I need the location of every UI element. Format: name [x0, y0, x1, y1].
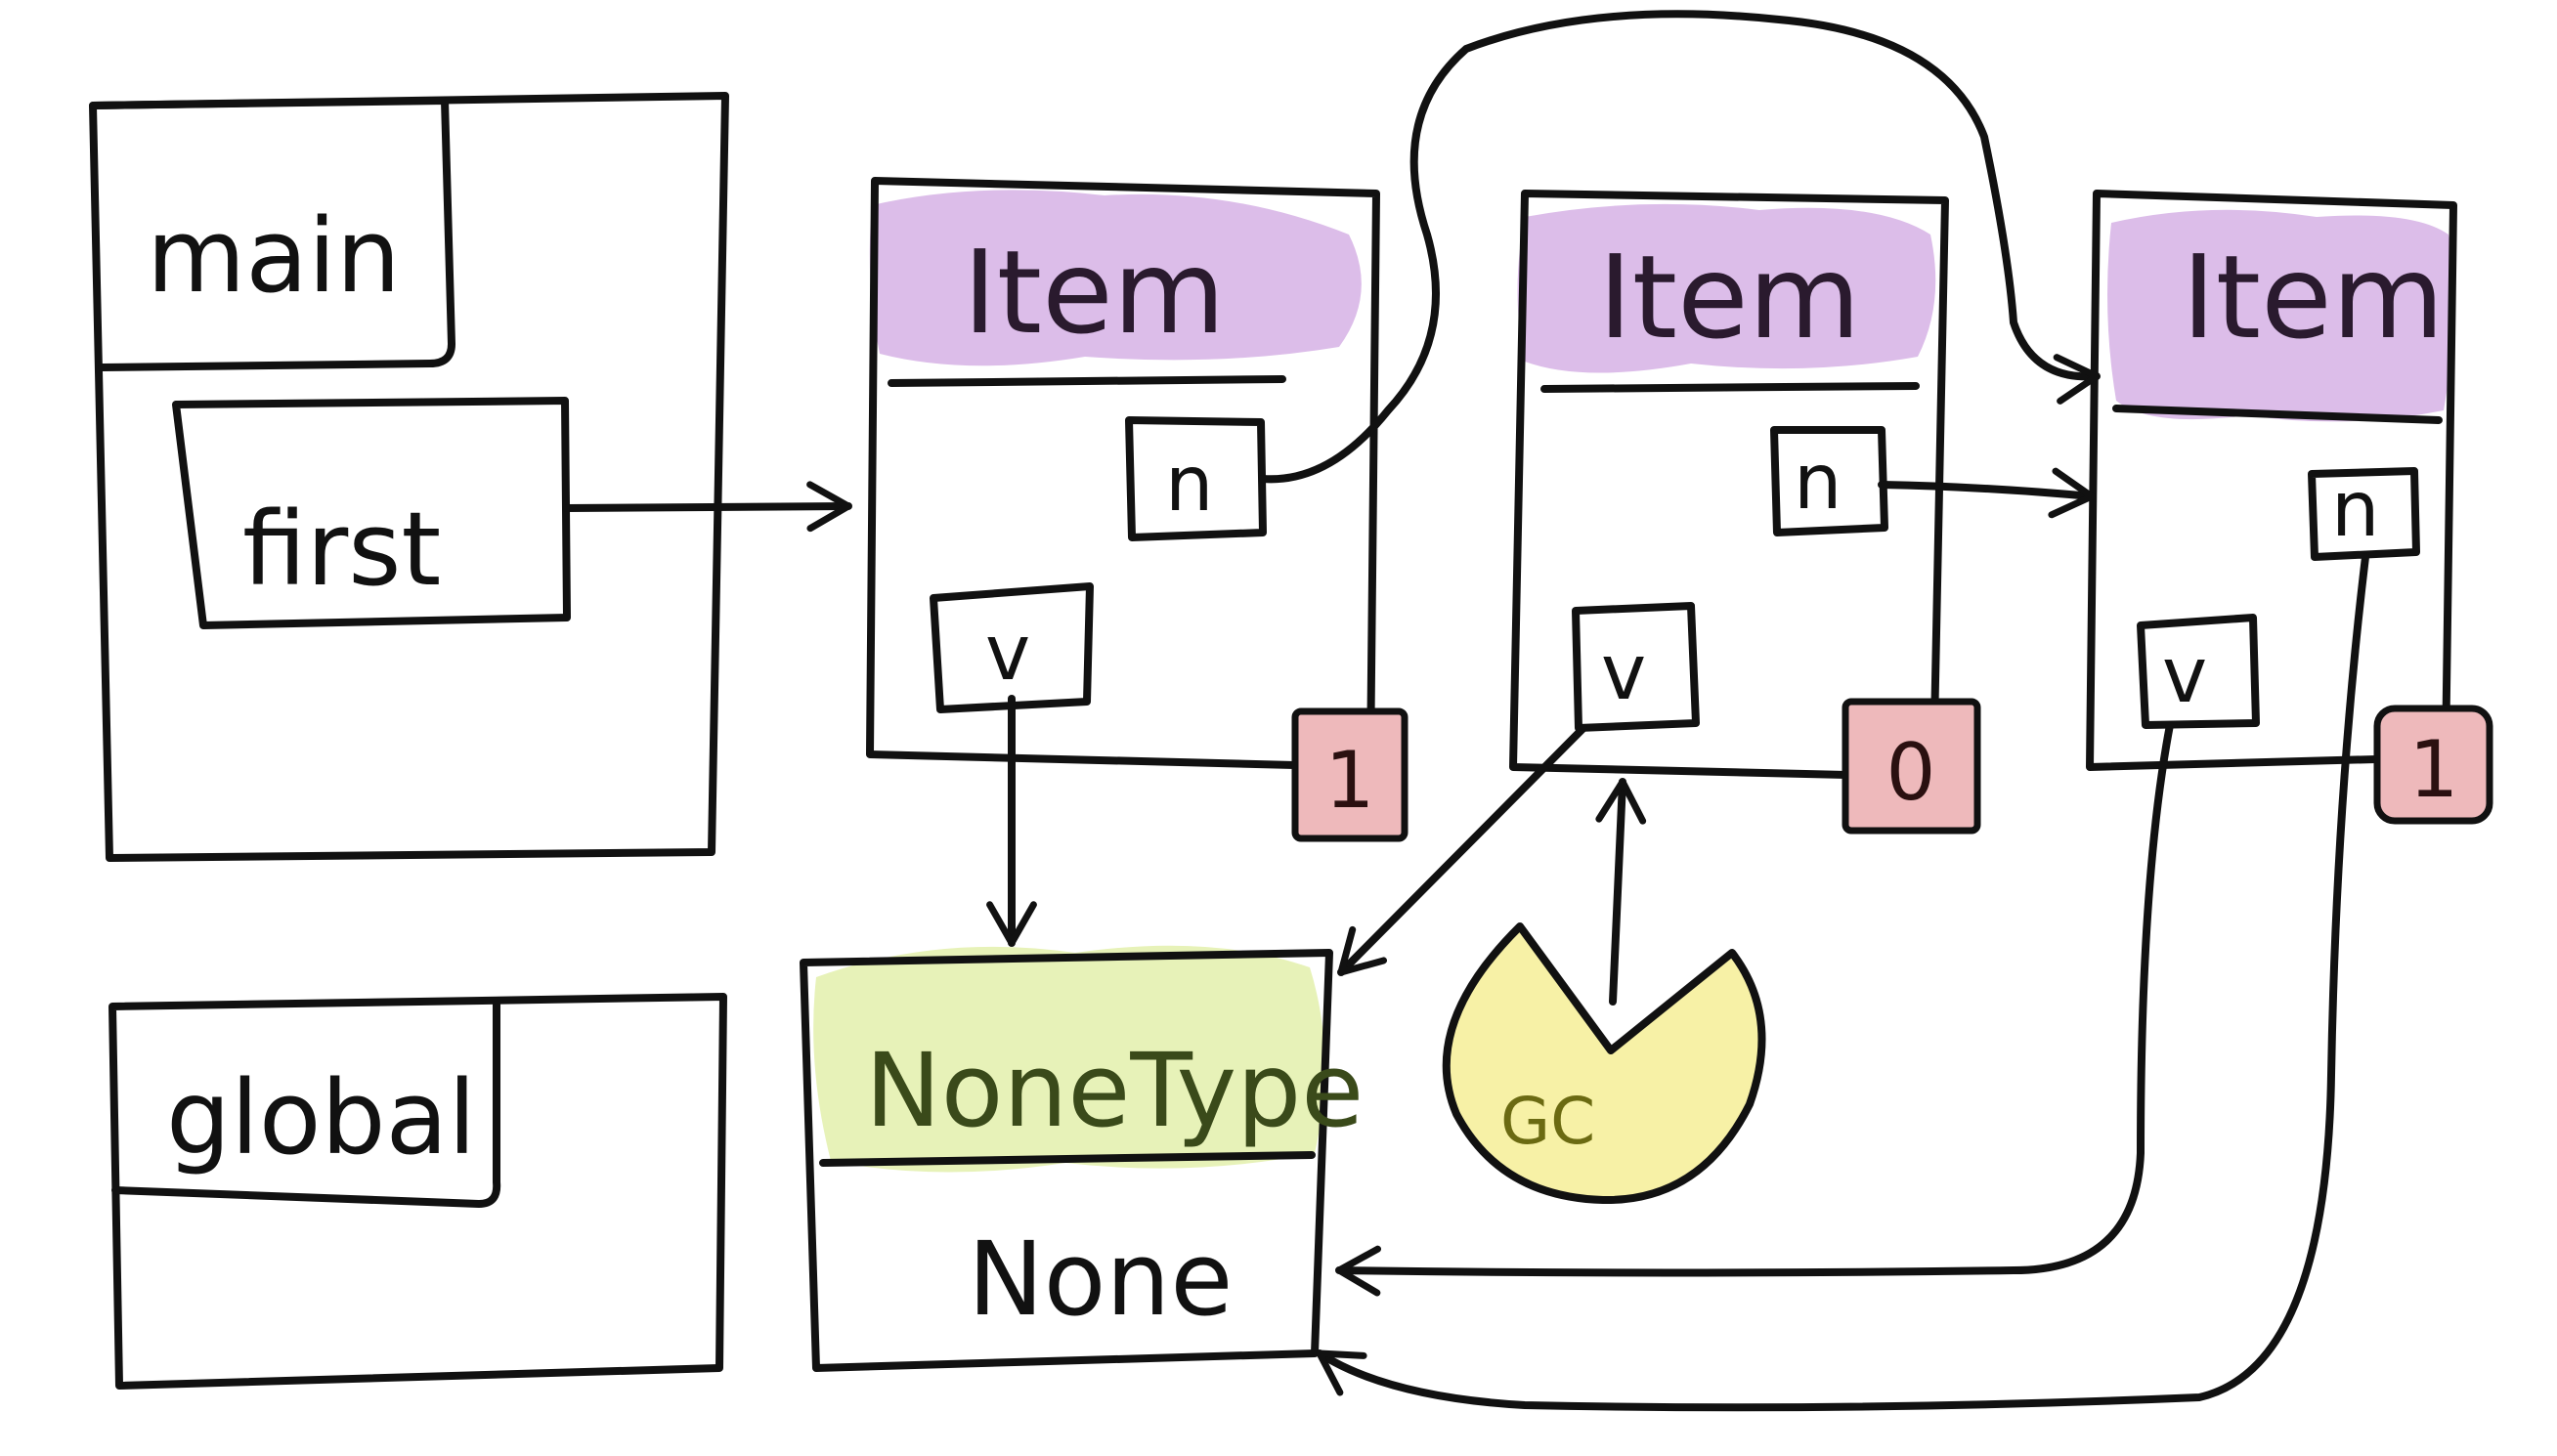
none-value-label: None	[968, 1220, 1233, 1339]
item-object-2: Item n v 0	[1509, 190, 1981, 835]
item-3-refcount-badge: 1	[2373, 705, 2493, 825]
main-frame-label: main	[147, 196, 401, 316]
item-object-3: Item n v 1	[2086, 190, 2493, 825]
item-2-value-label: v	[1601, 629, 1646, 717]
item-2-value-field[interactable]: v	[1572, 602, 1700, 732]
item-1-header-highlight	[869, 190, 1362, 366]
item-1-next-to-item-3-arrow	[1259, 10, 2101, 484]
item-3-next-to-none-arrow	[1316, 553, 2369, 1412]
item-1-type-label: Item	[963, 225, 1226, 360]
item-2-next-label: n	[1794, 439, 1842, 527]
item-3-value-label: v	[2162, 632, 2207, 720]
first-variable[interactable]: first	[172, 397, 571, 629]
nonetype-type-label: NoneType	[865, 1031, 1364, 1150]
item-object-1: Item n v 1	[866, 177, 1409, 842]
nonetype-object: NoneType None	[800, 945, 1364, 1372]
global-frame-label: global	[166, 1058, 476, 1178]
gc-to-item-2-arrow	[1595, 778, 1647, 1006]
item-3-next-label: n	[2331, 466, 2379, 554]
item-2-next-to-item-3-arrow	[1878, 467, 2096, 519]
item-2-refcount-badge: 0	[1842, 698, 1981, 835]
item-3-value-to-none-arrow	[1335, 721, 2174, 1297]
item-3-header-highlight	[2107, 209, 2454, 422]
item-3-next-field[interactable]: n	[2308, 466, 2420, 561]
item-1-next-field[interactable]: n	[1125, 416, 1267, 541]
item-1-next-label: n	[1165, 441, 1213, 529]
item-1-refcount-badge: 1	[1291, 707, 1409, 842]
item-1-refcount: 1	[1325, 735, 1375, 826]
first-variable-label: first	[242, 490, 441, 609]
item-3-refcount: 1	[2409, 724, 2459, 815]
item-2-next-field[interactable]: n	[1770, 426, 1888, 536]
main-frame: main first	[89, 92, 729, 862]
pacman-icon	[1442, 922, 1766, 1205]
item-2-value-to-none-arrow	[1337, 724, 1587, 976]
item-1-value-field[interactable]: v	[930, 582, 1094, 713]
first-to-item-1-arrow	[563, 481, 852, 533]
item-1-value-label: v	[985, 610, 1030, 698]
global-frame: global	[108, 993, 727, 1390]
garbage-collector: GC	[1442, 922, 1766, 1205]
nonetype-header-highlight	[813, 945, 1325, 1173]
item-3-value-field[interactable]: v	[2137, 614, 2260, 729]
item-2-header-highlight	[1517, 203, 1936, 373]
item-2-type-label: Item	[1598, 230, 1861, 364]
item-3-type-label: Item	[2182, 230, 2445, 364]
gc-label: GC	[1500, 1084, 1595, 1159]
item-2-refcount: 0	[1886, 727, 1936, 818]
